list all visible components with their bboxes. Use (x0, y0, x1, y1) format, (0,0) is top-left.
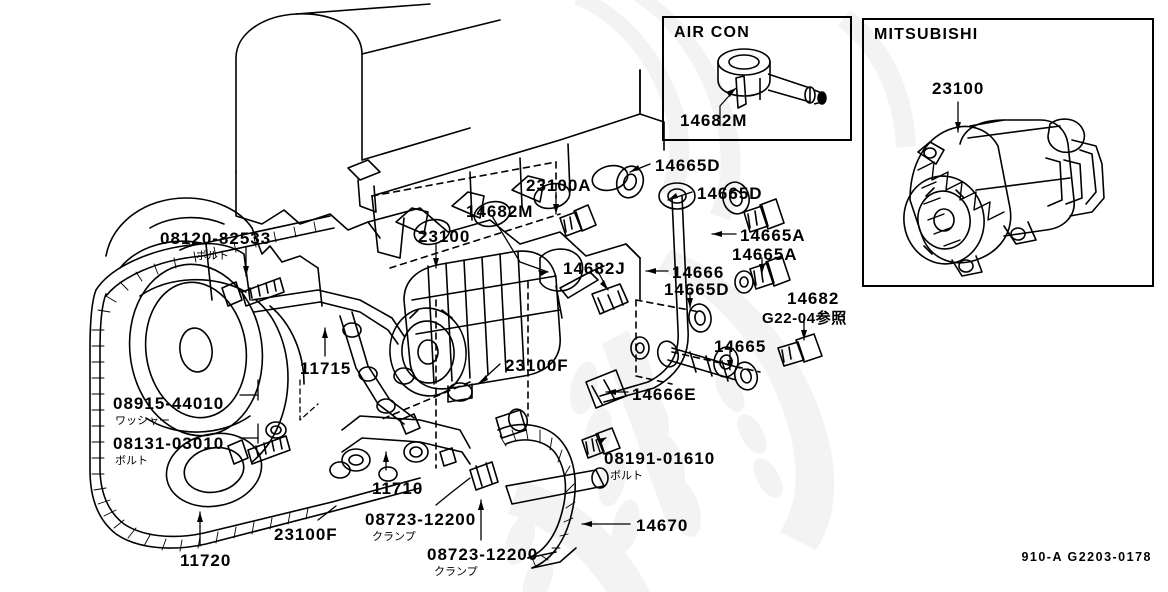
inset-air-con: AIR CON 14682M (662, 16, 852, 141)
sheet-code: 910-A G2203-0178 (1021, 550, 1152, 564)
callout-08915-44010: 08915-44010 (113, 394, 225, 413)
callout-08723-12200-a-jp: クランプ (372, 530, 416, 543)
callout-14666: 14666 (672, 263, 725, 282)
callout-g22-04-reference: G22-04参照 (762, 310, 847, 327)
inset-mitsubishi: MITSUBISHI (862, 18, 1154, 287)
mitsubishi-part-number: 23100 (932, 79, 985, 98)
callout-14670: 14670 (636, 516, 689, 535)
callout-23100f-left: 23100F (274, 525, 338, 544)
callout-14682: 14682 (787, 289, 840, 308)
callout-11710: 11710 (372, 479, 424, 498)
callout-14665a-2: 14665A (732, 245, 798, 264)
callout-08120-82533-jp: ボルト (196, 249, 229, 262)
callout-08131-03010: 08131-03010 (113, 434, 225, 453)
callout-11715: 11715 (300, 359, 352, 378)
callout-08120-82533: 08120-82533 (160, 229, 272, 248)
callout-23100a: 23100A (526, 176, 592, 195)
callout-14666e: 14666E (632, 385, 697, 404)
callout-14665d-2: 14665D (697, 184, 763, 203)
callout-14665a-1: 14665A (740, 226, 806, 245)
inset-air-con-caption: AIR CON (674, 24, 750, 41)
callout-08915-44010-jp: ワッシャー (115, 414, 170, 427)
air-con-part-art (717, 48, 827, 126)
callout-14665: 14665 (714, 337, 767, 356)
mitsubishi-alternator-art (903, 101, 1105, 277)
callout-08723-12200-b: 08723-12200 (427, 545, 539, 564)
callout-08723-12200-b-jp: クランプ (434, 565, 478, 578)
callout-08723-12200-a: 08723-12200 (365, 510, 477, 529)
callout-08191-01610: 08191-01610 (604, 449, 716, 468)
callout-23100f-center: 23100F (505, 356, 569, 375)
callout-14665d-3: 14665D (664, 280, 730, 299)
callout-11720: 11720 (180, 551, 232, 570)
callout-14682j: 14682J (563, 259, 626, 278)
callout-08131-03010-jp: ボルト (115, 454, 148, 467)
callout-08191-01610-jp: ボルト (610, 469, 643, 482)
callout-14682m: 14682M (466, 202, 534, 221)
callout-23100: 23100 (418, 227, 471, 246)
callout-14665d-1: 14665D (655, 156, 721, 175)
air-con-part-number: 14682M (680, 111, 748, 130)
inset-mitsubishi-caption: MITSUBISHI (874, 26, 979, 43)
